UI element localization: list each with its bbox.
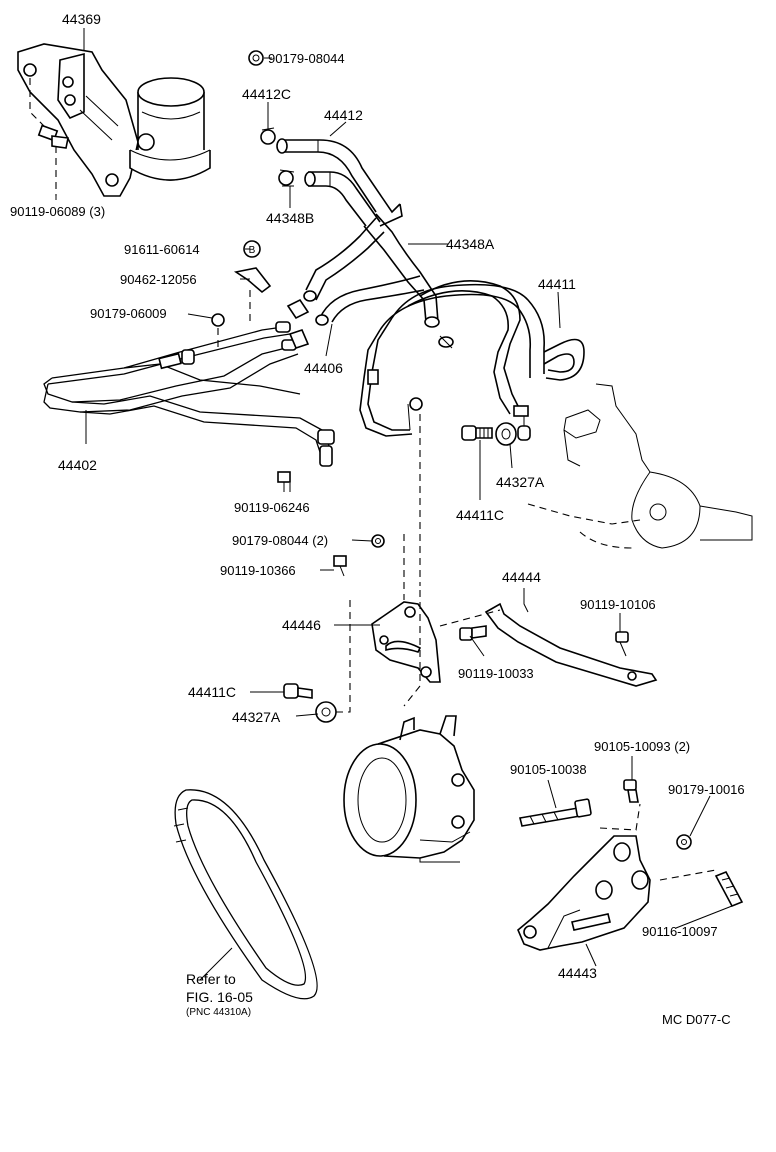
bolt-90119-06246 xyxy=(277,471,291,492)
bolt-90105-10038 xyxy=(519,798,592,827)
label-44406: 44406 xyxy=(304,360,343,376)
label-44348a: 44348A xyxy=(446,236,495,252)
label-90179-08044-top: 90179-08044 xyxy=(268,51,345,66)
union-bolt-44411c-bottom xyxy=(283,683,313,699)
pipes-44402 xyxy=(43,298,335,467)
power-steering-reservoir xyxy=(129,77,211,181)
label-44411c-bottom: 44411C xyxy=(188,684,236,700)
diagram-code: MC D077-C xyxy=(662,1012,731,1027)
clamp-90462-12056 xyxy=(233,267,272,326)
gasket-44327a-bottom xyxy=(315,670,351,723)
stud-90116-10097 xyxy=(714,870,744,908)
bolt-90119-10106 xyxy=(615,631,629,657)
label-90105-10093: 90105-10093 (2) xyxy=(594,739,690,754)
label-90179-08044-2: 90179-08044 (2) xyxy=(232,533,328,548)
nut-90179-06009 xyxy=(211,313,225,348)
gasket-44327a-top xyxy=(495,422,517,446)
label-90105-10038: 90105-10038 xyxy=(510,762,587,777)
dashed-leader-bracket-a xyxy=(599,803,641,831)
dashed-leader-pump xyxy=(403,590,421,707)
label-90119-06246: 90119-06246 xyxy=(234,500,310,515)
label-90119-10106: 90119-10106 xyxy=(580,597,656,612)
label-44348b: 44348B xyxy=(266,210,314,226)
dashed-leaders-mid xyxy=(403,414,421,600)
bolt-90105-10093 xyxy=(623,779,639,803)
label-44369: 44369 xyxy=(62,11,101,27)
drive-belt xyxy=(173,789,318,1000)
label-90179-06009: 90179-06009 xyxy=(90,306,167,321)
label-44412: 44412 xyxy=(324,107,363,123)
dashed-leader-bracket-b xyxy=(659,869,717,881)
label-44327a-bottom: 44327A xyxy=(232,709,281,725)
label-90179-10016: 90179-10016 xyxy=(668,782,745,797)
label-44412c: 44412C xyxy=(242,86,291,102)
part-labels: 44369 90179-08044 44412C 44412 44348B 90… xyxy=(10,11,745,1027)
refer-to-line-2: FIG. 16-05 xyxy=(186,989,253,1005)
label-44402: 44402 xyxy=(58,457,97,473)
union-bolt-44411c-top xyxy=(461,425,493,500)
label-44327a-top: 44327A xyxy=(496,474,545,490)
label-90119-10366: 90119-10366 xyxy=(220,563,296,578)
bolt-90119-06089 xyxy=(29,78,69,196)
bracket-44443 xyxy=(517,835,651,951)
label-44443: 44443 xyxy=(558,965,597,981)
steering-gearbox-outline xyxy=(527,383,753,549)
bracket-44446 xyxy=(371,601,441,683)
label-91611-60614: 91611-60614 xyxy=(124,242,200,257)
hose-44406 xyxy=(315,275,425,326)
hose-44348a xyxy=(303,213,440,328)
label-90116-10097: 90116-10097 xyxy=(642,924,718,939)
hose-to-pump xyxy=(359,317,423,437)
bolt-90119-10366 xyxy=(333,555,347,577)
refer-to-line-1: Refer to xyxy=(186,971,236,987)
marker-b-text: B xyxy=(249,245,256,256)
pressure-line-44411 xyxy=(379,280,585,441)
clamp-44348b xyxy=(278,169,295,187)
nut-90179-10016 xyxy=(676,834,692,850)
label-44411c-top: 44411C xyxy=(456,507,504,523)
refer-to-line-3: (PNC 44310A) xyxy=(186,1007,251,1018)
reservoir-bracket-44369 xyxy=(17,43,139,197)
label-44411: 44411 xyxy=(538,276,576,292)
b-marker-91611: B xyxy=(243,240,261,258)
bracket-44444 xyxy=(439,602,658,687)
label-44446: 44446 xyxy=(282,617,321,633)
power-steering-pump xyxy=(343,715,475,863)
nut-90179-08044-pair xyxy=(371,534,385,548)
label-44444: 44444 xyxy=(502,569,541,585)
hose-end-fitting xyxy=(438,335,454,349)
label-90462-12056: 90462-12056 xyxy=(120,272,197,287)
return-hose-44412 xyxy=(276,138,403,227)
leader-lines xyxy=(55,28,733,967)
label-90119-10033: 90119-10033 xyxy=(458,666,534,681)
bolt-90119-10033 xyxy=(459,625,487,641)
label-90119-06089: 90119-06089 (3) xyxy=(10,204,105,219)
